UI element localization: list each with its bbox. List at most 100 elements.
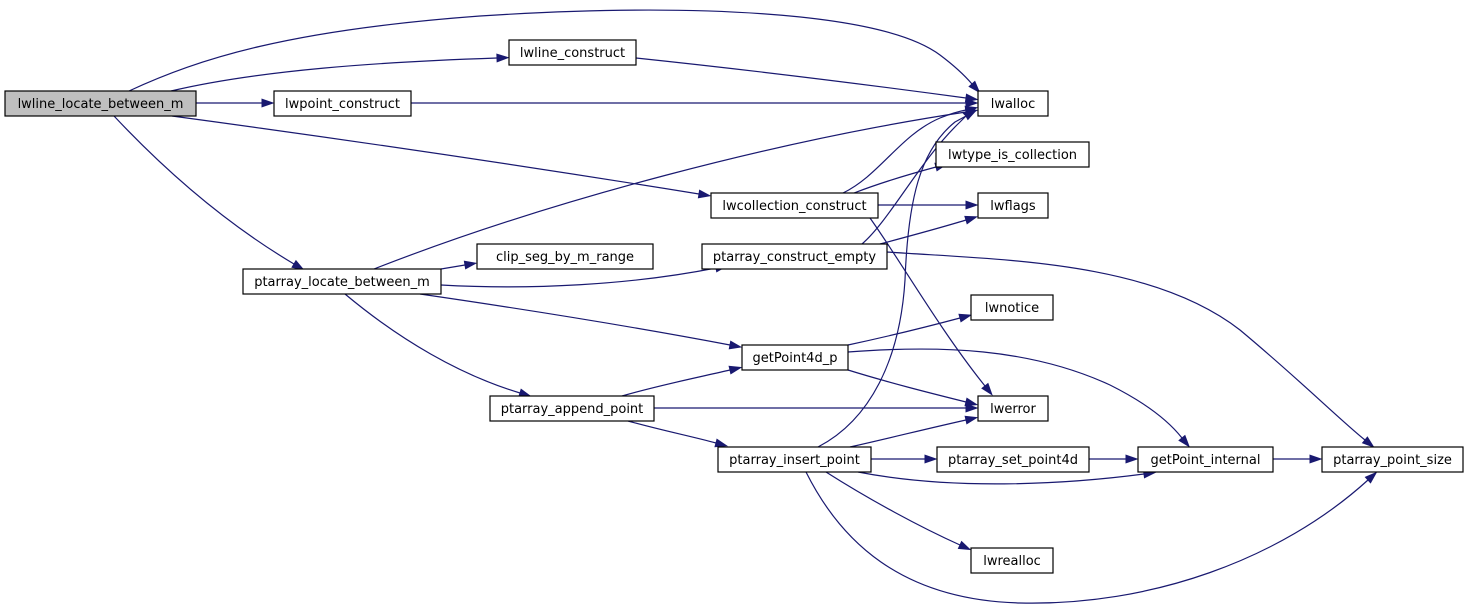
edge-getPoint4d_p-to-lwerror xyxy=(847,369,979,407)
node-box[interactable] xyxy=(508,39,637,66)
node-box[interactable] xyxy=(935,141,1090,168)
node-label: clip_seg_by_m_range xyxy=(496,250,634,265)
node-box[interactable] xyxy=(273,90,412,117)
node-label: lwnotice xyxy=(985,301,1039,316)
node-getPoint_internal[interactable]: getPoint_internal xyxy=(1137,446,1274,473)
edge-ptarray_insert_point-to-ptarray_point_size-line xyxy=(805,471,1369,604)
node-ptarray_insert_point[interactable]: ptarray_insert_point xyxy=(717,446,872,473)
edge-lwcollection_construct-to-lwflags xyxy=(878,200,979,210)
node-label: lwrealloc xyxy=(983,554,1041,569)
edge-lwline_locate_between_m-to-lwcollection_construct-line xyxy=(171,115,700,195)
edge-ptarray_append_point-to-getPoint4d_p-arrowhead xyxy=(728,365,743,375)
node-label: ptarray_point_size xyxy=(1333,453,1452,468)
node-ptarray_construct_empty[interactable]: ptarray_construct_empty xyxy=(701,243,888,270)
edge-lwline_locate_between_m-to-ptarray_locate_between_m-arrowhead xyxy=(291,259,305,271)
node-label: ptarray_insert_point xyxy=(729,453,860,468)
node-box[interactable] xyxy=(936,446,1090,473)
edge-ptarray_append_point-to-getPoint4d_p-line xyxy=(621,369,731,397)
edge-getPoint4d_p-to-getPoint_internal-line xyxy=(847,348,1183,439)
edge-ptarray_locate_between_m-to-getPoint4d_p xyxy=(419,293,743,350)
edge-ptarray_insert_point-to-lwalloc-arrowhead xyxy=(963,109,978,121)
node-label: lwcollection_construct xyxy=(722,199,866,214)
node-label: getPoint_internal xyxy=(1150,453,1260,468)
edge-getPoint4d_p-to-lwerror-line xyxy=(847,369,967,403)
node-box[interactable] xyxy=(970,294,1054,321)
node-label: ptarray_set_point4d xyxy=(948,453,1078,468)
node-label: lwalloc xyxy=(991,97,1036,112)
edge-lwline_locate_between_m-to-lwline_construct xyxy=(170,53,510,92)
edge-lwcollection_construct-to-lwtype_is_collection-line xyxy=(853,166,937,194)
node-lwcollection_construct[interactable]: lwcollection_construct xyxy=(710,192,879,219)
node-box[interactable] xyxy=(476,243,654,270)
edge-ptarray_construct_empty-to-ptarray_point_size-line xyxy=(886,251,1366,441)
node-box[interactable] xyxy=(242,268,442,295)
node-getPoint4d_p[interactable]: getPoint4d_p xyxy=(741,344,849,371)
node-ptarray_locate_between_m[interactable]: ptarray_locate_between_m xyxy=(242,268,442,295)
node-lwnotice[interactable]: lwnotice xyxy=(970,294,1054,321)
node-box[interactable] xyxy=(1137,446,1274,473)
edge-ptarray_locate_between_m-to-ptarray_append_point xyxy=(344,293,532,398)
node-lwline_construct[interactable]: lwline_construct xyxy=(508,39,637,66)
edge-getPoint4d_p-to-lwerror-arrowhead xyxy=(964,397,979,407)
node-box[interactable] xyxy=(741,344,849,371)
edge-lwline_locate_between_m-to-lwcollection_construct-arrowhead xyxy=(697,189,712,199)
node-box[interactable] xyxy=(970,547,1054,574)
edge-ptarray_insert_point-to-ptarray_set_point4d-arrowhead xyxy=(924,454,938,464)
edge-ptarray_append_point-to-ptarray_insert_point-line xyxy=(627,420,717,444)
edge-ptarray_insert_point-to-lwerror-arrowhead xyxy=(964,415,979,425)
node-box[interactable] xyxy=(710,192,879,219)
edge-ptarray_append_point-to-lwerror xyxy=(654,403,979,413)
node-ptarray_append_point[interactable]: ptarray_append_point xyxy=(489,395,655,422)
node-label: ptarray_append_point xyxy=(501,402,644,417)
node-box[interactable] xyxy=(1321,446,1464,473)
edge-getPoint4d_p-to-lwnotice xyxy=(847,313,973,346)
edge-ptarray_append_point-to-lwerror-arrowhead xyxy=(965,403,979,413)
edge-lwcollection_construct-to-lwerror xyxy=(869,217,993,396)
edge-ptarray_locate_between_m-to-ptarray_construct_empty-line xyxy=(440,267,717,288)
edge-ptarray_construct_empty-to-lwflags-line xyxy=(879,219,967,245)
node-ptarray_set_point4d[interactable]: ptarray_set_point4d xyxy=(936,446,1090,473)
node-box[interactable] xyxy=(977,90,1049,117)
node-lwrealloc[interactable]: lwrealloc xyxy=(970,547,1054,574)
edge-ptarray_locate_between_m-to-lwalloc-line xyxy=(373,111,967,270)
edge-lwpoint_construct-to-lwalloc xyxy=(411,98,979,108)
node-ptarray_point_size[interactable]: ptarray_point_size xyxy=(1321,446,1464,473)
node-lwtype_is_collection[interactable]: lwtype_is_collection xyxy=(935,141,1090,168)
node-box[interactable] xyxy=(717,446,872,473)
node-box[interactable] xyxy=(489,395,655,422)
node-label: lwpoint_construct xyxy=(285,97,400,112)
node-lwpoint_construct[interactable]: lwpoint_construct xyxy=(273,90,412,117)
edge-lwline_locate_between_m-to-ptarray_locate_between_m xyxy=(113,115,305,271)
edge-ptarray_construct_empty-to-lwalloc xyxy=(861,107,975,245)
edge-ptarray_locate_between_m-to-clip_seg_by_m_range-line xyxy=(440,264,466,270)
edge-lwline_locate_between_m-to-lwalloc-line xyxy=(128,9,973,92)
edge-ptarray_append_point-to-ptarray_insert_point-arrowhead xyxy=(714,438,729,448)
node-box[interactable] xyxy=(977,395,1049,422)
edge-getPoint4d_p-to-getPoint_internal-arrowhead xyxy=(1178,434,1191,448)
node-box[interactable] xyxy=(701,243,888,270)
edge-ptarray_locate_between_m-to-clip_seg_by_m_range xyxy=(440,260,478,270)
edge-ptarray_construct_empty-to-lwalloc-line xyxy=(861,115,967,245)
edge-ptarray_insert_point-to-lwrealloc-arrowhead xyxy=(957,540,972,551)
node-lwflags[interactable]: lwflags xyxy=(977,192,1049,219)
node-box[interactable] xyxy=(4,90,197,117)
edge-lwline_construct-to-lwalloc-line xyxy=(635,57,967,99)
edge-lwline_construct-to-lwalloc xyxy=(635,57,979,103)
node-lwline_locate_between_m[interactable]: lwline_locate_between_m xyxy=(4,90,197,117)
node-box[interactable] xyxy=(977,192,1049,219)
edge-ptarray_insert_point-to-lwrealloc-line xyxy=(825,471,961,546)
edge-ptarray_insert_point-to-ptarray_point_size xyxy=(805,471,1378,604)
edge-lwpoint_construct-to-lwalloc-arrowhead xyxy=(965,98,979,108)
edge-lwcollection_construct-to-lwtype_is_collection xyxy=(853,162,949,194)
edge-ptarray_locate_between_m-to-clip_seg_by_m_range-arrowhead xyxy=(463,260,478,270)
edge-ptarray_insert_point-to-lwerror xyxy=(849,415,979,448)
edge-getPoint4d_p-to-lwnotice-arrowhead xyxy=(958,313,973,323)
node-lwerror[interactable]: lwerror xyxy=(977,395,1049,422)
node-lwalloc[interactable]: lwalloc xyxy=(977,90,1049,117)
edge-ptarray_insert_point-to-lwalloc xyxy=(817,109,978,448)
node-clip_seg_by_m_range[interactable]: clip_seg_by_m_range xyxy=(476,243,654,270)
edge-getPoint_internal-to-ptarray_point_size xyxy=(1273,454,1323,464)
edge-lwcollection_construct-to-lwflags-arrowhead xyxy=(965,200,979,210)
edge-ptarray_append_point-to-ptarray_insert_point xyxy=(627,420,729,448)
